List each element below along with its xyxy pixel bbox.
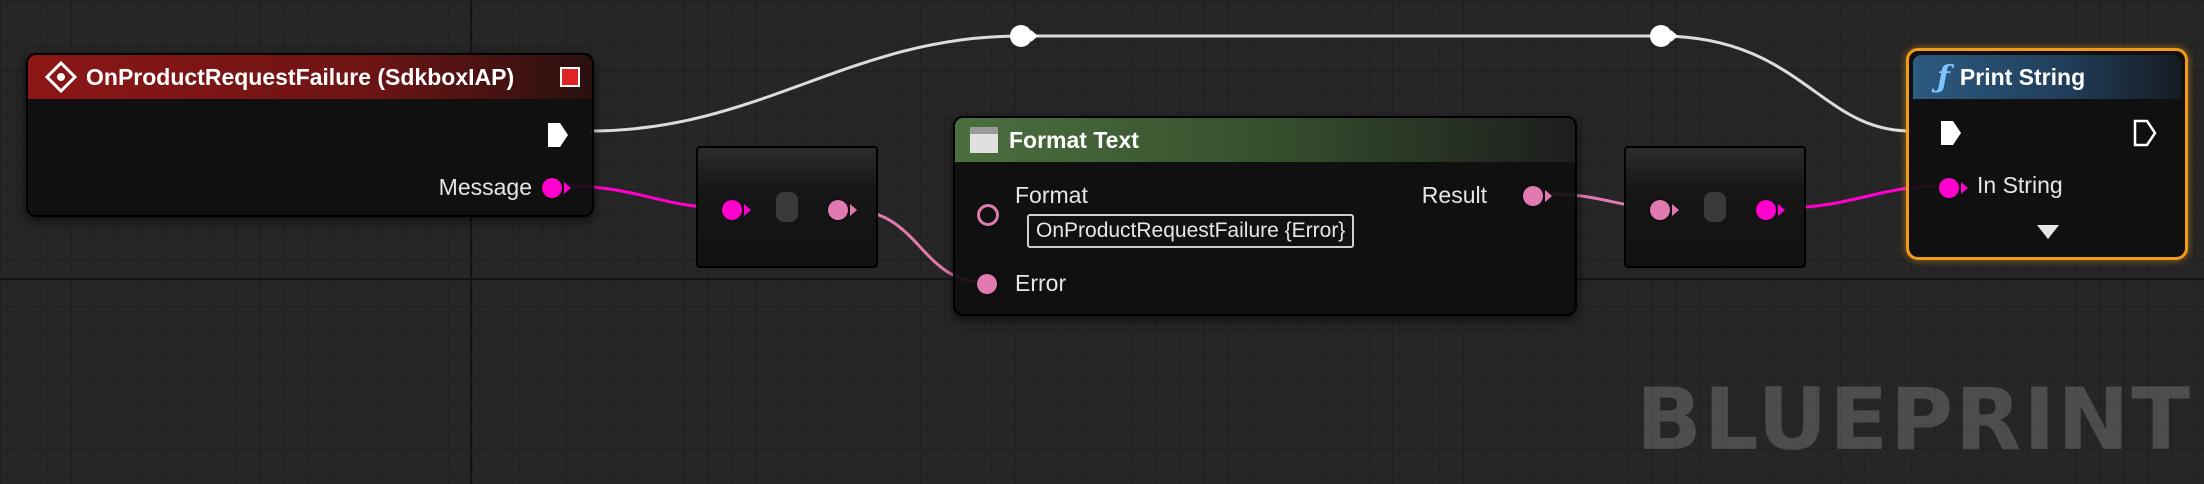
triangle-down-icon[interactable] [2037,225,2059,239]
message-output-pin[interactable] [542,178,562,198]
event-exec-out-pin[interactable] [546,121,570,149]
reroute-node-2[interactable] [1624,146,1806,268]
format-text-icon [970,127,998,153]
delegate-pin-icon[interactable] [560,67,580,87]
result-pin-arrow-icon [1545,190,1552,202]
reroute-2-out-arrow-icon [1778,204,1785,216]
result-pin-label: Result [1421,182,1487,208]
reroute-2-input-pin[interactable] [1650,200,1670,220]
reroute-2-in-arrow-icon [1672,204,1679,216]
print-exec-out-pin[interactable] [2133,119,2157,147]
result-output-pin[interactable] [1523,186,1543,206]
print-string-node[interactable]: ƒ Print String In String [1906,48,2188,260]
reroute-1-in-arrow-icon [744,204,751,216]
function-icon: ƒ [1937,59,1950,95]
reroute-node-1[interactable] [696,146,878,268]
event-node[interactable]: OnProductRequestFailure (SdkboxIAP) Mess… [26,53,594,217]
print-exec-in-pin[interactable] [1939,119,1963,147]
event-diamond-icon [44,60,78,94]
error-pin-label: Error [1015,270,1067,296]
message-pin-arrow-icon [564,182,571,194]
reroute-2-output-pin[interactable] [1756,200,1776,220]
format-text-node[interactable]: Format Text Format OnProductRequestFailu… [953,116,1577,316]
event-node-title: OnProductRequestFailure (SdkboxIAP) [86,63,515,90]
in-string-pin-label: In String [1977,172,2063,198]
format-pin-label: Format [1015,182,1088,208]
wire-knot[interactable] [1650,25,1678,47]
error-input-pin[interactable] [977,274,997,294]
event-node-header[interactable]: OnProductRequestFailure (SdkboxIAP) [28,55,592,99]
blueprint-watermark: BLUEPRINT [1636,370,2192,470]
reroute-2-knob[interactable] [1704,192,1726,222]
format-text-header[interactable]: Format Text [955,118,1575,162]
reroute-1-out-arrow-icon [850,204,857,216]
reroute-1-input-pin[interactable] [722,200,742,220]
format-input-pin[interactable] [977,204,999,226]
reroute-1-knob[interactable] [776,192,798,222]
wire-knot[interactable] [1010,25,1038,47]
format-text-field[interactable]: OnProductRequestFailure {Error} [1027,214,1355,248]
print-string-header[interactable]: ƒ Print String [1913,55,2181,99]
reroute-1-output-pin[interactable] [828,200,848,220]
format-text-title: Format Text [1009,126,1139,153]
message-pin-label: Message [438,174,532,200]
in-string-input-pin[interactable] [1939,178,1959,198]
in-string-pin-arrow-icon [1961,182,1968,194]
print-string-title: Print String [1959,63,2086,90]
